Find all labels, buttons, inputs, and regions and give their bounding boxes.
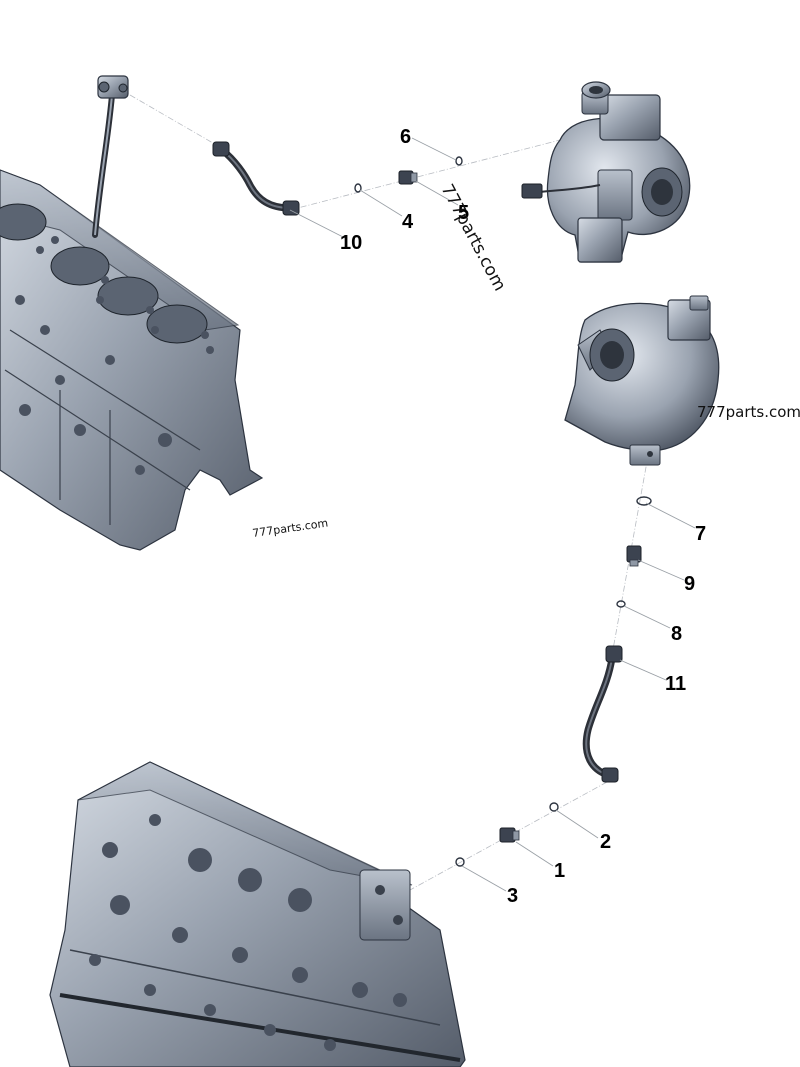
callout-4: 4 [402, 211, 414, 233]
o-ring-2 [549, 802, 559, 812]
upper-small-parts [354, 156, 463, 193]
middle-small-parts [616, 496, 652, 608]
upper-engine-block [0, 75, 264, 551]
callout-7: 7 [695, 523, 706, 545]
adapter-fitting-5 [398, 170, 418, 185]
lower-small-parts [455, 802, 559, 867]
o-ring-3 [455, 857, 465, 867]
upper-turbocharger [521, 81, 691, 263]
o-ring-8 [616, 600, 626, 608]
adapter-fitting-9 [626, 545, 642, 567]
middle-turbocharger [564, 295, 720, 466]
o-ring-6 [455, 156, 463, 166]
callout-9: 9 [684, 573, 695, 595]
watermark-right: 777parts.com [697, 403, 800, 421]
oil-feed-hose-10 [212, 141, 300, 216]
callout-3: 3 [507, 885, 518, 907]
callout-10: 10 [340, 232, 362, 254]
adapter-fitting-1 [499, 827, 520, 843]
callout-5: 5 [458, 202, 469, 224]
watermark-rotated: 777parts.com [437, 181, 510, 294]
leader-lines [289, 137, 696, 892]
callout-labels: 1 2 3 4 5 6 7 8 9 10 11 [340, 126, 706, 907]
callout-8: 8 [671, 623, 682, 645]
lower-engine-block [49, 761, 466, 1067]
o-ring-7 [636, 496, 652, 506]
o-ring-4 [354, 183, 362, 193]
callout-11: 11 [665, 673, 686, 695]
callout-6: 6 [400, 126, 411, 148]
callout-1: 1 [554, 860, 565, 882]
oil-drain-hose-11 [582, 645, 623, 783]
watermark-small: 777parts.com [252, 516, 329, 539]
callout-2: 2 [600, 831, 611, 853]
